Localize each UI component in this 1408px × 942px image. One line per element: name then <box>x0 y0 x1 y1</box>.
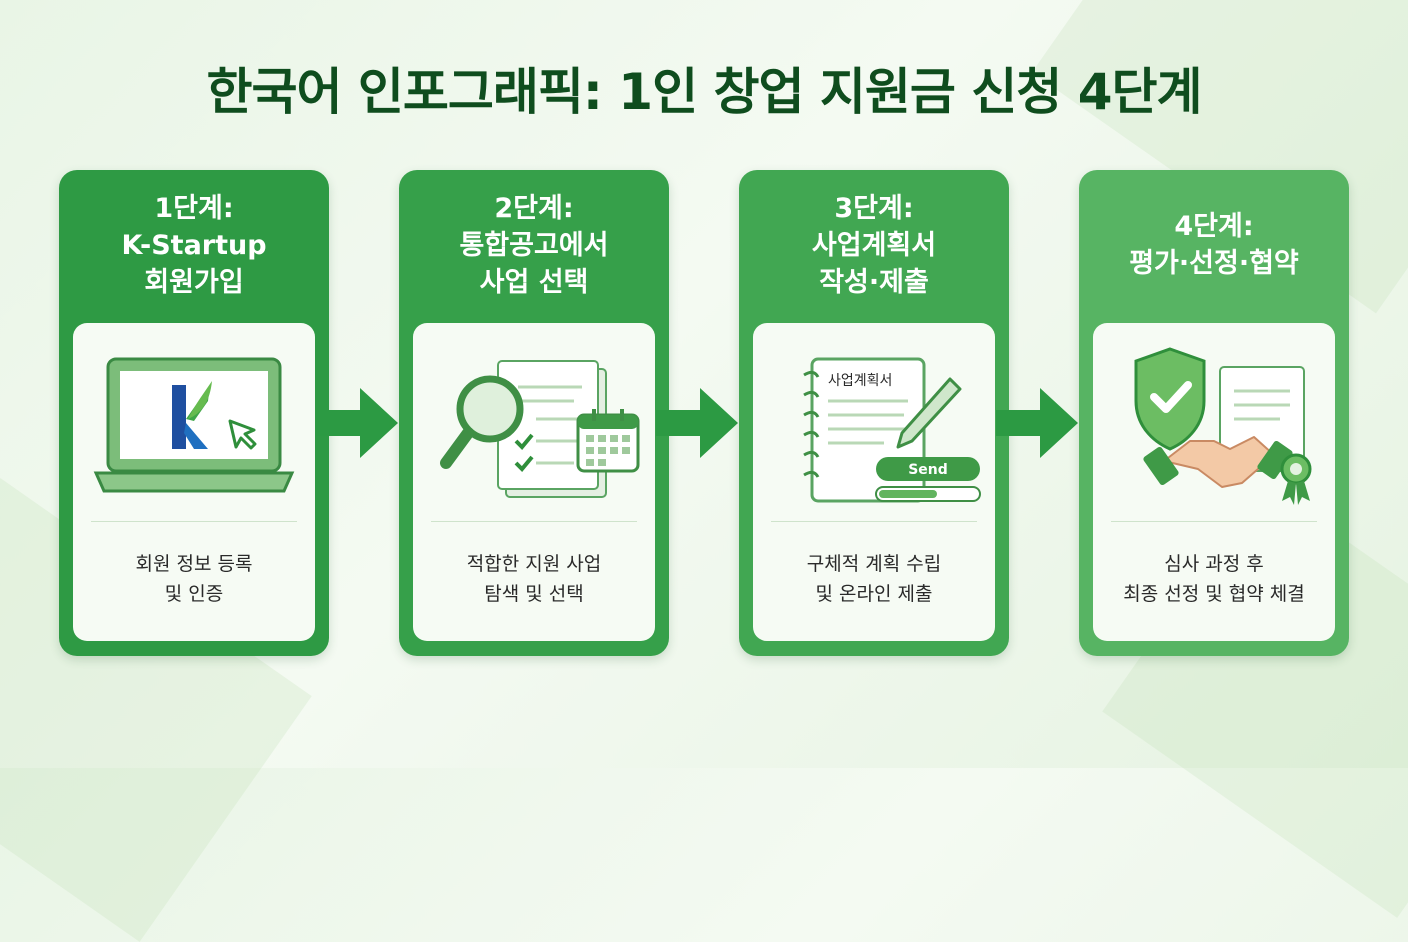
step-card-4: 4단계: 평가·선정·협약 심사 과정 후 최종 선정 및 협약 체결 <box>1079 170 1349 656</box>
divider <box>431 521 637 522</box>
step-4-description-line-2: 최종 선정 및 협약 체결 <box>1123 583 1305 605</box>
step-2-description: 적합한 지원 사업 탐색 및 선택 <box>413 549 655 609</box>
step-2-body: 적합한 지원 사업 탐색 및 선택 <box>413 323 655 641</box>
step-3-description: 구체적 계획 수립 및 온라인 제출 <box>753 549 995 609</box>
step-4-header: 4단계: 평가·선정·협약 <box>1079 170 1349 320</box>
step-card-2: 2단계: 통합공고에서 사업 선택 <box>399 170 669 656</box>
step-3-body: 사업계획서 Send 구체적 계획 수립 및 온라인 제출 <box>753 323 995 641</box>
arrow-right-icon <box>656 388 738 458</box>
step-3-description-line-2: 및 온라인 제출 <box>815 583 933 605</box>
step-1-label: 1단계: <box>154 192 234 224</box>
step-2-description-line-1: 적합한 지원 사업 <box>466 553 602 575</box>
notebook-label: 사업계획서 <box>828 373 892 389</box>
arrow-right-icon <box>996 388 1078 458</box>
step-card-3: 3단계: 사업계획서 작성·제출 사업계획서 Send 구체적 계획 수립 <box>739 170 1009 656</box>
step-1-title-line-1: K-Startup <box>121 229 267 261</box>
step-2-title-line-1: 통합공고에서 <box>459 229 609 261</box>
step-1-body: 회원 정보 등록 및 인증 <box>73 323 315 641</box>
step-2-label: 2단계: <box>494 192 574 224</box>
step-card-1: 1단계: K-Startup 회원가입 회원 정보 등록 및 인증 <box>59 170 329 656</box>
page-title: 한국어 인포그래픽: 1인 창업 지원금 신청 4단계 <box>206 63 1202 121</box>
business-plan-notebook-icon: 사업계획서 Send <box>803 357 981 503</box>
divider <box>1111 521 1317 522</box>
shield-handshake-icon <box>1134 347 1312 505</box>
step-2-header: 2단계: 통합공고에서 사업 선택 <box>399 170 669 320</box>
divider <box>771 521 977 522</box>
step-4-description: 심사 과정 후 최종 선정 및 협약 체결 <box>1093 549 1335 609</box>
step-3-label: 3단계: <box>834 192 914 224</box>
step-3-description-line-1: 구체적 계획 수립 <box>806 553 942 575</box>
step-1-description-line-1: 회원 정보 등록 <box>135 553 253 575</box>
step-3-title-line-2: 작성·제출 <box>819 266 929 298</box>
step-1-description: 회원 정보 등록 및 인증 <box>73 549 315 609</box>
step-4-label: 4단계: <box>1174 211 1254 242</box>
send-button-graphic <box>876 457 980 481</box>
step-4-description-line-1: 심사 과정 후 <box>1164 553 1264 575</box>
send-label: Send <box>908 462 948 478</box>
step-3-header: 3단계: 사업계획서 작성·제출 <box>739 170 1009 320</box>
laptop-k-logo-icon <box>93 357 295 493</box>
divider <box>91 521 297 522</box>
step-2-description-line-2: 탐색 및 선택 <box>484 583 584 605</box>
step-3-title-line-1: 사업계획서 <box>811 229 937 261</box>
step-1-title-line-2: 회원가입 <box>144 266 244 298</box>
arrow-right-icon <box>316 388 398 458</box>
step-4-body: 심사 과정 후 최종 선정 및 협약 체결 <box>1093 323 1335 641</box>
step-2-title-line-2: 사업 선택 <box>479 266 589 298</box>
step-1-description-line-2: 및 인증 <box>164 583 224 605</box>
search-documents-calendar-icon <box>440 360 640 498</box>
step-4-title: 평가·선정·협약 <box>1129 248 1299 279</box>
step-1-header: 1단계: K-Startup 회원가입 <box>59 170 329 320</box>
